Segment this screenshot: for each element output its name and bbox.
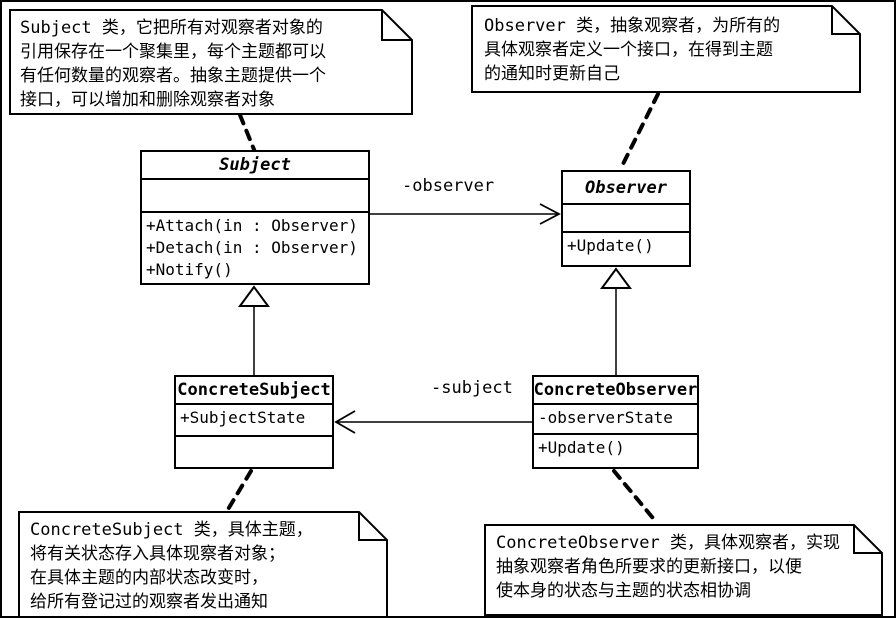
association-observer [370,203,561,225]
class-concrete-observer-methods: +Update() [534,435,697,459]
note-anchor-concrete-observer [612,469,659,525]
note-shape-observer [471,5,861,93]
note-line: Observer 类，抽象观察者，为所有的 [484,16,781,36]
class-observer-attributes [563,205,689,233]
note-observer: Observer 类，抽象观察者，为所有的 具体观察者定义一个接口，在得到主题 … [484,14,780,86]
note-line: 在具体主题的内部状态改变时， [30,568,268,588]
attribute-observer-state: -observerState [538,408,673,427]
class-observer: Observer +Update() [561,170,691,267]
class-subject: Subject +Attach(in : Observer) +Detach(i… [140,150,370,285]
method-notify: +Notify() [146,260,233,279]
association-label-subject: -subject [431,378,513,398]
generalization-concrete-observer [600,267,632,375]
note-concrete-subject: ConcreteSubject 类，具体主题， 将有关状态存入具体现察者对象； … [30,518,313,614]
note-line: ConcreteObserver 类，具体观察者，实现 [496,533,840,553]
note-concrete-observer: ConcreteObserver 类，具体观察者，实现 抽象观察者角色所要求的更… [496,531,840,603]
note-shape-concrete-observer [484,524,883,616]
class-concrete-subject-methods [176,437,332,439]
note-line: Subject 类，它把所有对观察者对象的 [20,18,323,38]
method-attach: +Attach(in : Observer) [146,216,358,235]
note-line: 给所有登记过的观察者发出通知 [30,592,268,612]
note-subject: Subject 类，它把所有对观察者对象的 引用保存在一个聚集里，每个主题都可以… [20,16,326,112]
association-subject [334,410,532,434]
note-line: 引用保存在一个聚集里，每个主题都可以 [20,42,326,62]
class-concrete-observer-name: ConcreteObserver [534,377,697,405]
method-update: +Update() [538,438,625,457]
note-anchor-observer [619,92,660,170]
note-shape-concrete-subject [18,511,388,616]
class-subject-name: Subject [142,152,368,180]
note-line: 有任何数量的观察者。抽象主题提供一个 [20,66,326,86]
class-concrete-subject: ConcreteSubject +SubjectState [174,375,334,469]
class-concrete-subject-attributes: +SubjectState [176,405,332,437]
note-anchor-subject [238,113,257,154]
attribute-subject-state: +SubjectState [180,408,306,427]
class-observer-name: Observer [563,172,689,205]
note-shape-subject [9,9,413,115]
note-line: 接口，可以增加和删除观察者对象 [20,90,275,110]
note-line: 使本身的状态与主题的状态相协调 [496,581,751,601]
class-subject-methods: +Attach(in : Observer) +Detach(in : Obse… [142,213,368,281]
note-line: 将有关状态存入具体现察者对象； [30,544,285,564]
class-concrete-subject-name: ConcreteSubject [176,377,332,405]
association-label-observer: -observer [402,176,495,196]
method-detach: +Detach(in : Observer) [146,238,358,257]
note-line: 具体观察者定义一个接口，在得到主题 [484,40,773,60]
note-line: ConcreteSubject 类，具体主题， [30,520,313,540]
class-subject-attributes [142,180,368,213]
note-line: 抽象观察者角色所要求的更新接口，以便 [496,557,802,577]
method-update: +Update() [567,236,654,255]
class-observer-methods: +Update() [563,233,689,257]
class-concrete-observer: ConcreteObserver -observerState +Update(… [532,375,699,469]
note-anchor-concrete-subject [225,469,253,513]
class-concrete-observer-attributes: -observerState [534,405,697,435]
generalization-concrete-subject [238,285,270,375]
note-line: 的通知时更新自己 [484,64,620,84]
